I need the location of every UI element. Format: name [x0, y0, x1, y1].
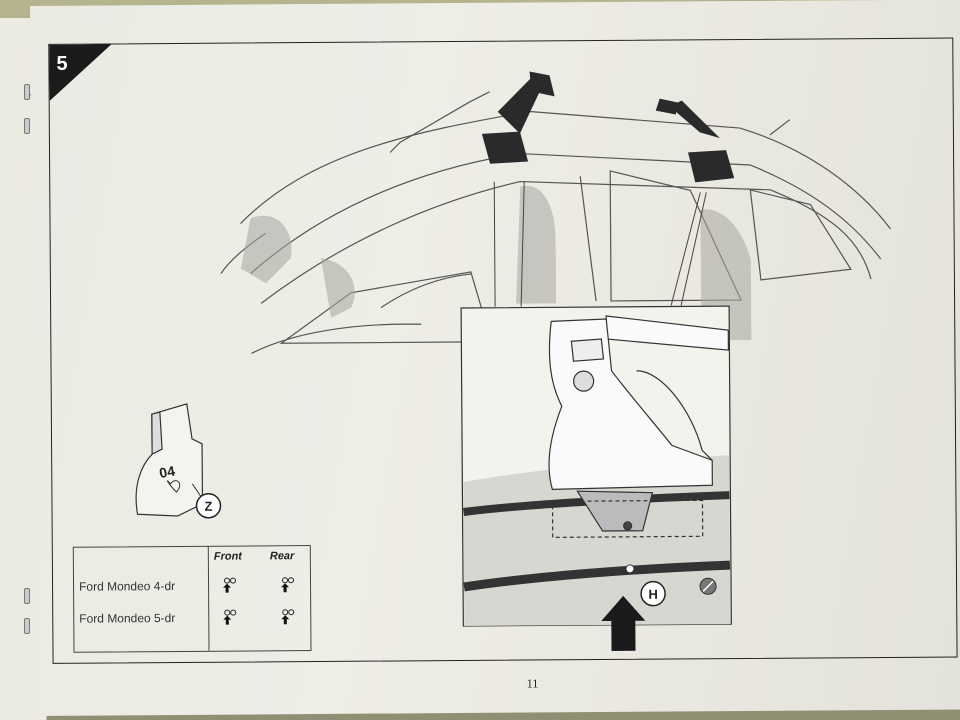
vehicle-model: Ford Mondeo 5-dr	[79, 611, 176, 626]
hole-position-icon	[223, 609, 237, 625]
vehicle-model: Ford Mondeo 4-dr	[79, 579, 176, 594]
step-tab	[49, 44, 112, 101]
h-label: H	[648, 587, 657, 602]
table-divider	[207, 546, 210, 651]
page-number: 11	[526, 676, 539, 691]
column-header-rear: Rear	[269, 550, 295, 563]
zoom-callout	[493, 181, 707, 307]
instruction-frame: 5	[48, 37, 958, 664]
binding-ring	[24, 118, 30, 134]
roof-rack-feet	[481, 71, 735, 183]
z-label: Z	[204, 499, 212, 514]
binding-ring	[24, 84, 30, 100]
binding-ring	[24, 588, 30, 604]
hole-position-icon	[281, 609, 295, 625]
hole-position-icon	[223, 577, 237, 593]
binding-ring	[24, 618, 30, 634]
roof-rack-illustration: H 04 Z	[135, 71, 892, 651]
manual-page: 5	[30, 0, 960, 716]
zoom-detail: H	[460, 305, 732, 651]
adapter-part: 04 Z	[135, 403, 222, 519]
fitting-table: Front Rear Ford Mondeo 4-dr Ford Mondeo …	[72, 545, 312, 653]
hole-position-icon	[281, 577, 295, 593]
part-code-label: 04	[158, 462, 176, 481]
column-header-front: Front	[213, 550, 242, 563]
